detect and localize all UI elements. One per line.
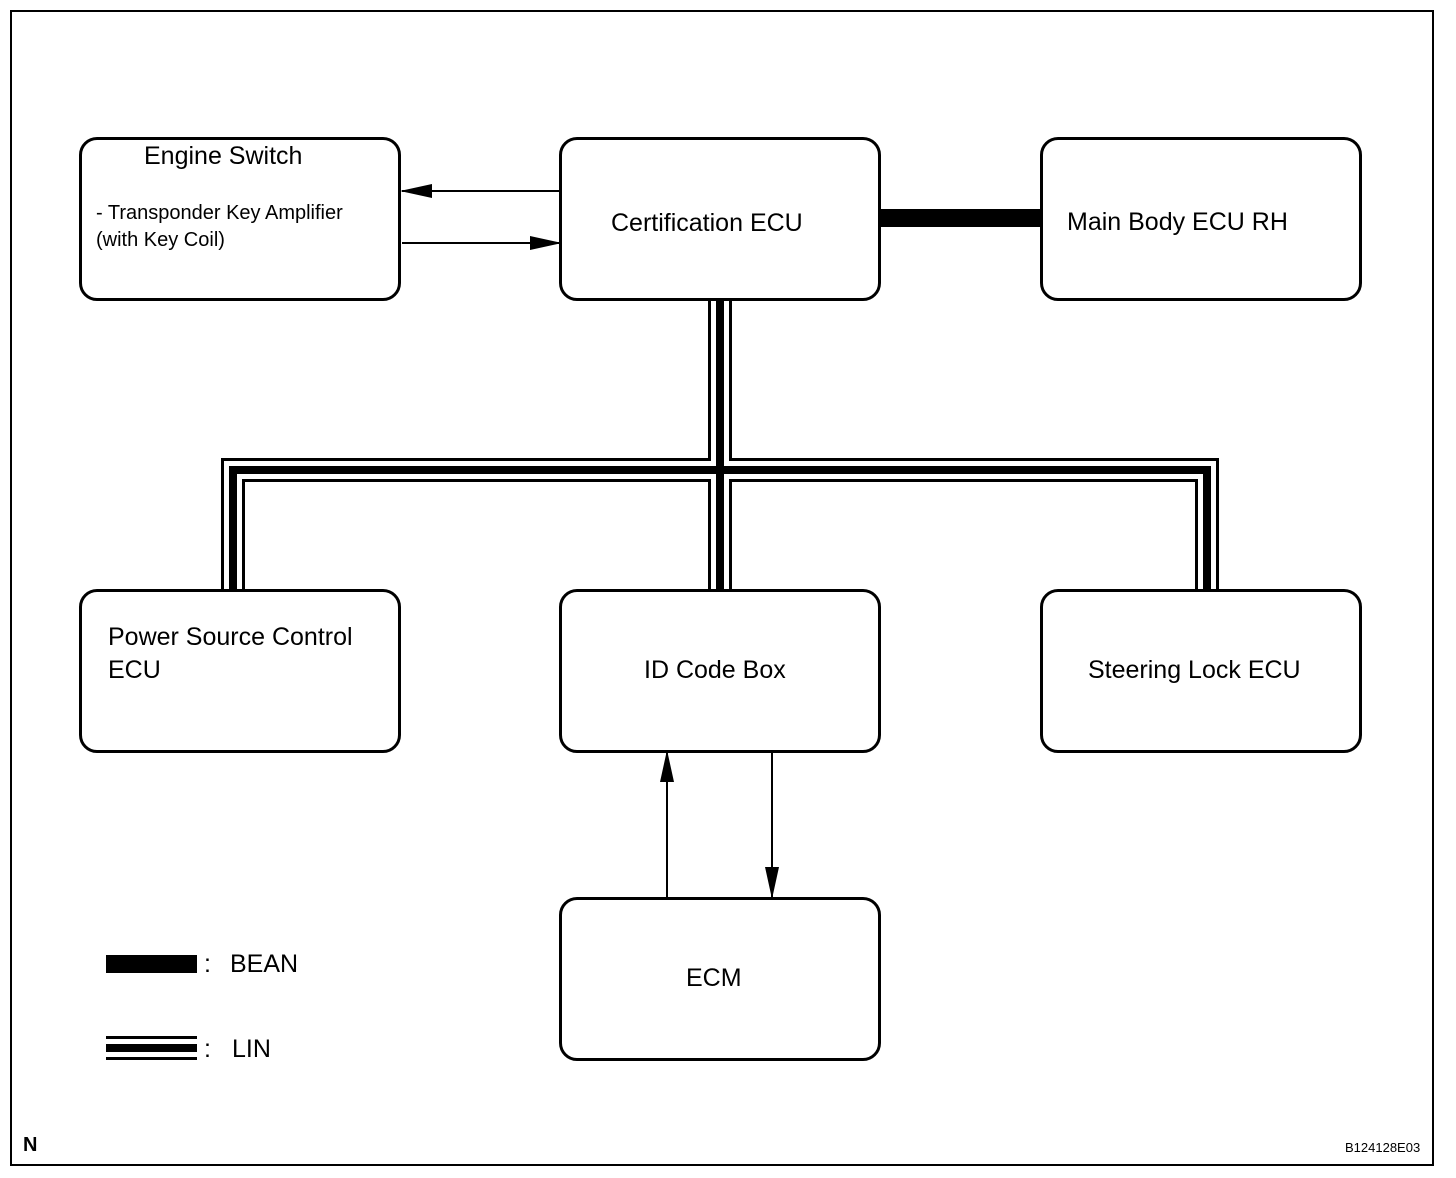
power-source-ecu-line2: ECU: [108, 656, 161, 684]
ecm-box: ECM: [559, 897, 881, 1061]
engine-switch-box: Engine Switch - Transponder Key Amplifie…: [79, 137, 401, 301]
certification-ecu-box: Certification ECU: [559, 137, 881, 301]
steering-lock-ecu-label: Steering Lock ECU: [1088, 656, 1301, 684]
legend-bean-sep: :: [204, 950, 211, 978]
power-source-ecu-line1: Power Source Control: [108, 623, 353, 651]
certification-ecu-label: Certification ECU: [611, 209, 803, 237]
legend-lin-sep: :: [204, 1035, 211, 1063]
main-body-ecu-label: Main Body ECU RH: [1067, 208, 1288, 236]
diagram-frame: [10, 10, 1434, 1166]
figure-code: B124128E03: [1345, 1140, 1421, 1155]
engine-switch-line2: (with Key Coil): [96, 229, 225, 251]
main-body-ecu-box: Main Body ECU RH: [1040, 137, 1362, 301]
lin-bus: [221, 300, 1219, 590]
legend-lin-label: LIN: [232, 1035, 271, 1063]
ecm-label: ECM: [686, 964, 742, 992]
power-source-ecu-box: Power Source Control ECU: [79, 589, 401, 753]
id-code-box-label: ID Code Box: [644, 656, 786, 684]
engine-switch-title: Engine Switch: [144, 142, 303, 170]
id-code-box: ID Code Box: [559, 589, 881, 753]
corner-mark: N: [23, 1134, 38, 1156]
steering-lock-ecu-box: Steering Lock ECU: [1040, 589, 1362, 753]
legend-bean-label: BEAN: [230, 950, 299, 978]
engine-switch-line1: - Transponder Key Amplifier: [96, 202, 343, 224]
